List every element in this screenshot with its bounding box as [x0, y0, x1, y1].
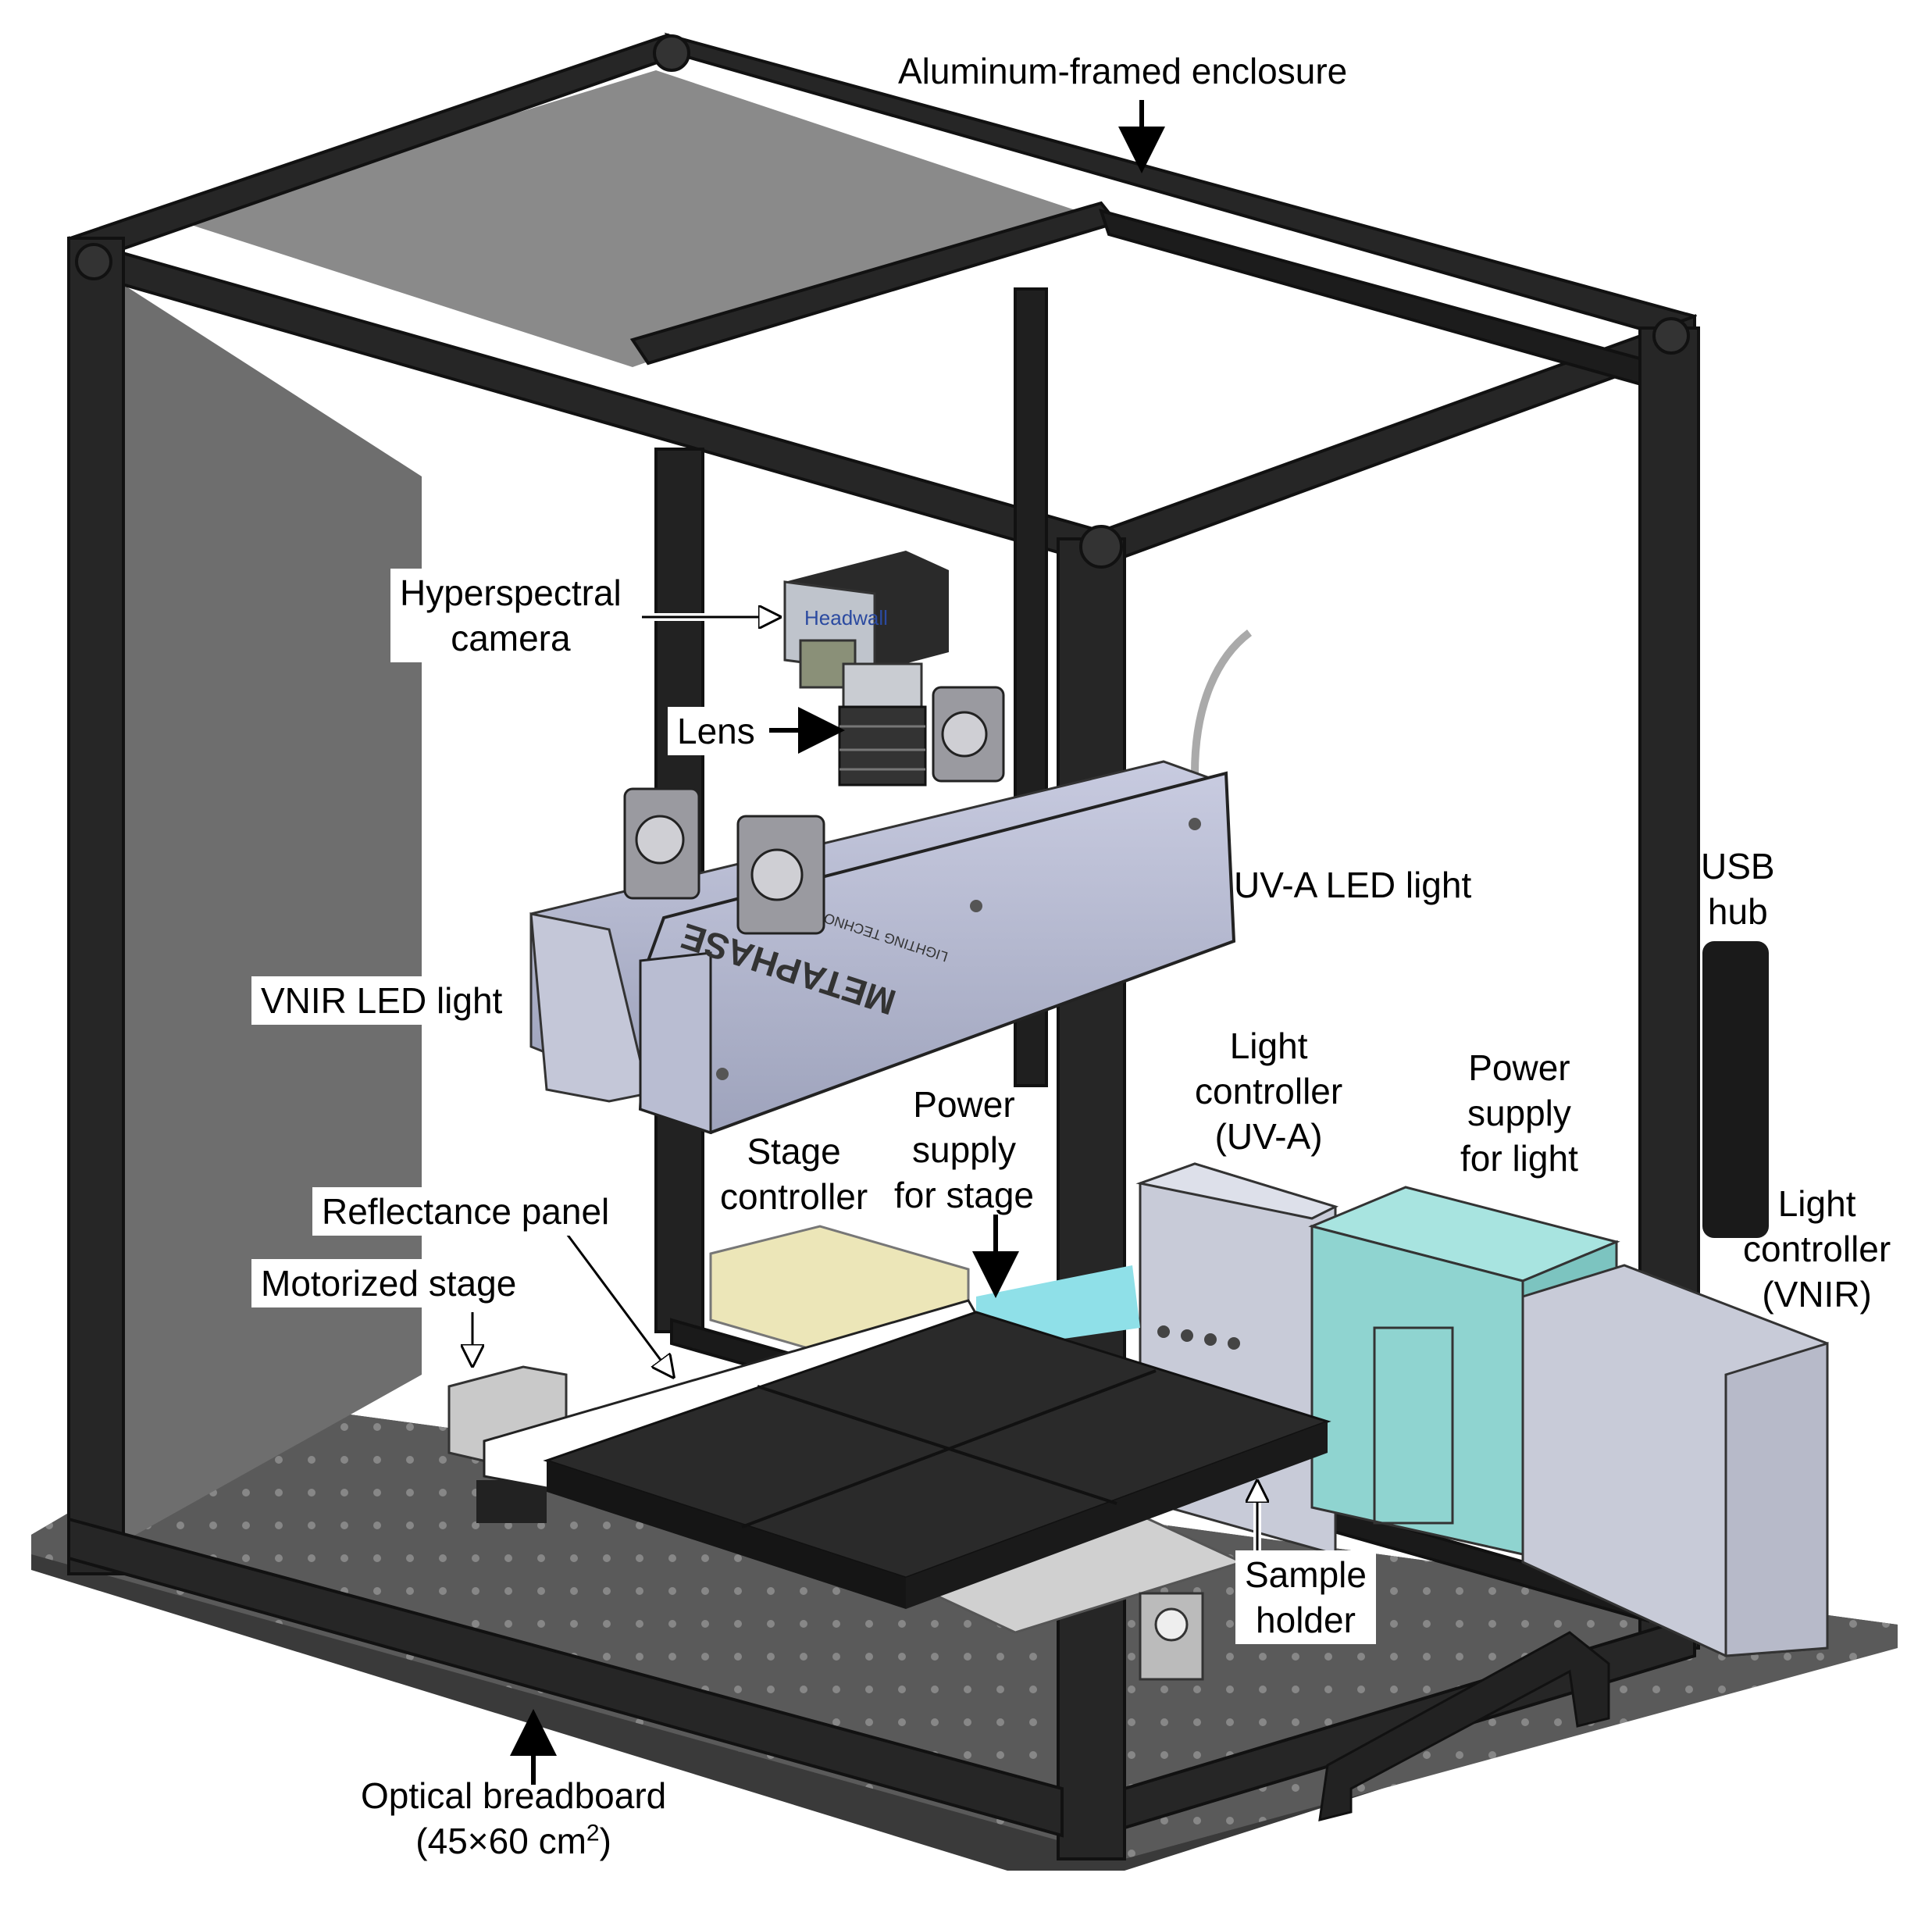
label-sc-line2: controller [720, 1176, 868, 1217]
label-camera-line2: camera [451, 618, 571, 658]
label-sh-line2: holder [1256, 1600, 1356, 1640]
label-vnir-led-light: VNIR LED light [251, 976, 512, 1025]
label-power-supply-light: Power supply for light [1460, 1045, 1578, 1181]
label-ob-line2a: (45×60 cm [415, 1821, 586, 1861]
hyperspectral-camera: Headwall [783, 551, 949, 689]
label-lcvnir-line1: Light [1777, 1183, 1856, 1224]
label-pss-line1: Power [913, 1084, 1015, 1125]
top-panel [172, 70, 1078, 367]
label-power-supply-stage: Power supply for stage [894, 1082, 1034, 1218]
label-usb-hub: USB hub [1701, 844, 1775, 934]
label-motorized-stage: Motorized stage [251, 1259, 526, 1307]
label-camera-line1: Hyperspectral [400, 573, 622, 613]
label-optical-breadboard: Optical breadboard (45×60 cm2) [361, 1773, 666, 1864]
camera-brand-text: Headwall [804, 606, 888, 630]
lens [838, 662, 927, 787]
label-sh-line1: Sample [1245, 1554, 1367, 1595]
label-psl-line3: for light [1460, 1138, 1578, 1179]
front-handle [1318, 1631, 1610, 1821]
label-light-controller-vnir: Light controller (VNIR) [1743, 1181, 1891, 1317]
label-lcuva-line1: Light [1229, 1026, 1308, 1066]
usb-hub [1702, 941, 1769, 1238]
label-stage-controller: Stage controller [720, 1129, 868, 1219]
cable [1191, 630, 1253, 774]
label-lens: Lens [668, 707, 765, 755]
label-ob-superscript: 2 [586, 1820, 600, 1846]
label-pss-line2: supply [912, 1129, 1016, 1170]
label-uva-led-light: UV-A LED light [1234, 865, 1472, 905]
label-ob-line2: (45×60 cm2) [361, 1818, 666, 1864]
label-sample-holder: Sample holder [1235, 1550, 1376, 1644]
label-light-controller-uva: Light controller (UV-A) [1195, 1023, 1342, 1159]
label-pss-line3: for stage [894, 1175, 1034, 1215]
label-lcvnir-line3: (VNIR) [1762, 1274, 1872, 1315]
label-usb-line2: hub [1707, 891, 1768, 932]
label-ob-line1: Optical breadboard [361, 1775, 667, 1816]
label-ob-line2b: ) [599, 1821, 611, 1861]
light-brackets [623, 686, 1005, 935]
label-lcuva-line3: (UV-A) [1214, 1116, 1323, 1157]
uva-led-light: METAPHASE LIGHTING TECHNOLOGIES [638, 771, 1236, 1135]
label-psl-line2: supply [1467, 1093, 1571, 1133]
aluminum-frame [67, 32, 1700, 1860]
label-usb-line1: USB [1701, 846, 1775, 887]
label-psl-line1: Power [1468, 1047, 1570, 1088]
sample-holder [543, 1311, 1331, 1609]
label-reflectance-panel: Reflectance panel [312, 1187, 619, 1236]
label-lcvnir-line2: controller [1743, 1229, 1891, 1269]
side-panel [94, 266, 422, 1558]
stage-rail [476, 1480, 1246, 1681]
light-controller-vnir [1521, 1264, 1829, 1657]
label-sc-line1: Stage [747, 1131, 841, 1172]
label-enclosure: Aluminum-framed enclosure [898, 51, 1348, 91]
label-hyperspectral-camera: Hyperspectral camera [390, 569, 631, 662]
label-lcuva-line2: controller [1195, 1071, 1343, 1111]
